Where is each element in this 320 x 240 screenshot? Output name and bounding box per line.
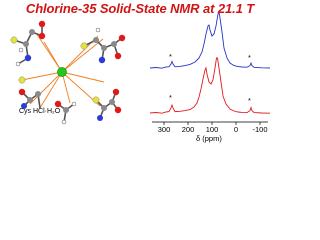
hydrogen-atom (18, 47, 24, 53)
hydrogen-atom (15, 61, 21, 67)
oxygen-atom (114, 52, 122, 60)
x-tick-label: 100 (205, 125, 219, 134)
x-axis-ticks (163, 122, 261, 125)
oxygen-atom (112, 88, 120, 96)
sulfur-atom (80, 42, 88, 50)
oxygen-atom (118, 34, 126, 42)
compound-label: Cys HCl·H₂O (19, 108, 61, 115)
figure-canvas (10, 10, 271, 125)
spectrum-trace-bottom (149, 57, 271, 114)
oxygen-atom (114, 106, 122, 114)
carbon-atom (101, 45, 107, 51)
x-tick-label: 0 (233, 125, 239, 134)
carbon-atom (111, 41, 117, 47)
x-tick-label: 200 (181, 125, 195, 134)
carbon-atom (101, 105, 107, 111)
carbon-atom (93, 37, 99, 43)
sulfur-atom (92, 96, 100, 104)
carbon-atom (63, 107, 69, 113)
nmr-spectra (149, 10, 271, 125)
oxygen-atom (54, 100, 62, 108)
sideband-marker-bottom-left: * (169, 93, 172, 102)
hydrogen-atom (71, 101, 77, 107)
hydrogen-atom (95, 27, 101, 33)
x-tick-label: 300 (157, 125, 171, 134)
sulfur-atom (18, 76, 26, 84)
nitrogen-atom (24, 54, 32, 62)
sideband-marker-top-right: * (248, 53, 251, 62)
carbon-atom (23, 41, 29, 47)
x-tick-label: -100 (252, 125, 268, 134)
carbon-atom (27, 97, 33, 103)
crystal-structure-diagram (10, 20, 126, 125)
nitrogen-atom (98, 56, 106, 64)
carbon-atom (35, 91, 41, 97)
carbon-atom (109, 99, 115, 105)
nitrogen-atom (21, 103, 27, 109)
chlorine-atom (57, 67, 67, 77)
x-axis-title: δ (ppm) (196, 134, 222, 143)
figure-title: Chlorine-35 Solid-State NMR at 21.1 T (25, 1, 255, 16)
sideband-marker-top-left: * (169, 52, 172, 61)
sulfur-atom (10, 36, 18, 44)
nitrogen-atom (97, 115, 103, 121)
sideband-marker-bottom-right: * (248, 96, 251, 105)
oxygen-atom (38, 32, 46, 40)
oxygen-atom (18, 88, 26, 96)
oxygen-atom (38, 20, 46, 28)
spectrum-trace-top (149, 10, 271, 69)
hydrogen-atom (61, 119, 67, 125)
carbon-atom (29, 29, 35, 35)
